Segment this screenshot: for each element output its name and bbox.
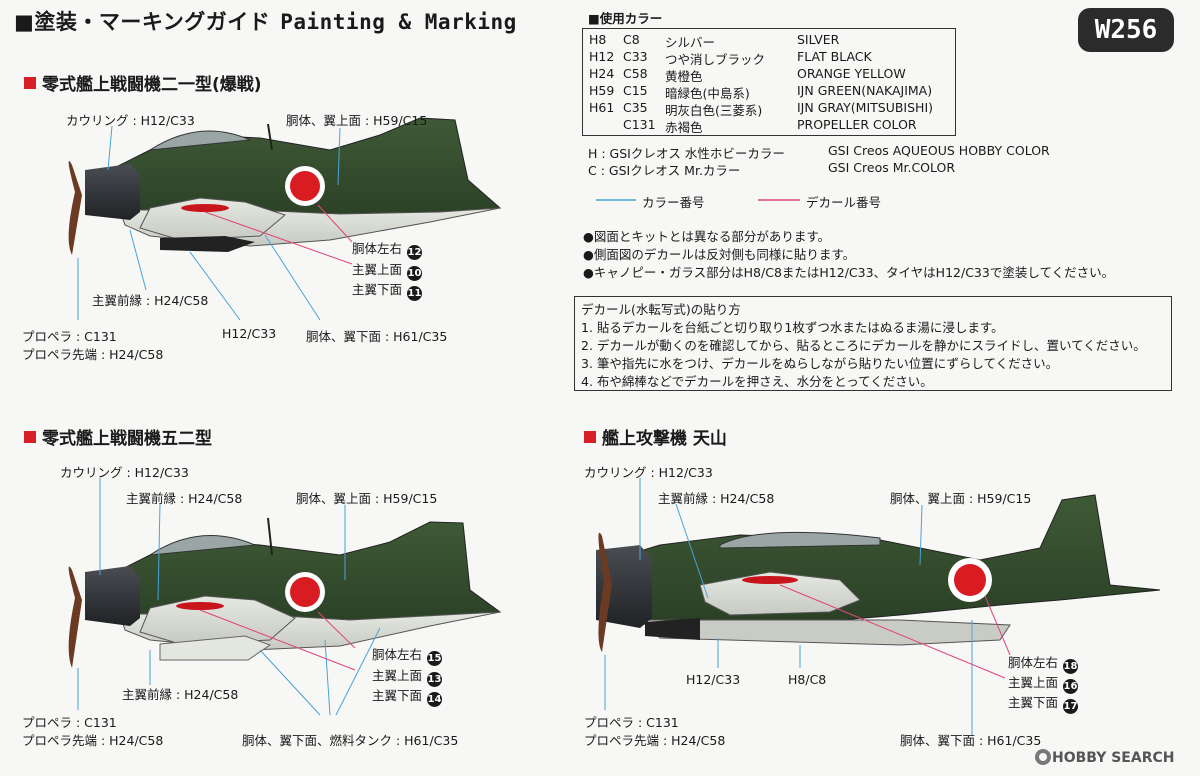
plane3-decal-lines — [779, 584, 1011, 679]
p3-prop-tip-label: プロペラ先端 : H24/C58 — [584, 733, 726, 748]
p2-cowling-label: カウリング : H12/C33 — [60, 465, 189, 480]
p3-cowling-label: カウリング : H12/C33 — [584, 465, 713, 480]
red-square-icon — [24, 77, 36, 89]
notes: ●図面とキットとは異なる部分があります。 ●側面図のデカールは反対側も同様に貼り… — [583, 228, 1114, 282]
plane2-leader-lines — [77, 478, 381, 716]
legend-decal-number: デカール番号 — [806, 195, 882, 210]
note-line: ●図面とキットとは異なる部分があります。 — [583, 229, 831, 244]
section-title-tenzan: 艦上攻撃機 天山 — [584, 424, 727, 449]
tenzan-drawing — [596, 494, 1161, 652]
legend-color-number: カラー番号 — [642, 195, 705, 210]
watermark: HOBBY SEARCH — [1052, 750, 1175, 766]
brand-c-jp: C : GSIクレオス Mr.カラー — [588, 163, 741, 178]
section-title-zero-type52: 零式艦上戦闘機五二型 — [24, 424, 212, 449]
note-line: ●キャノピー・ガラス部分はH8/C8またはH12/C33、タイヤはH12/C33… — [583, 265, 1115, 280]
p2-lower-label: 胴体、翼下面、燃料タンク : H61/C35 — [242, 733, 459, 748]
plane1-leader-lines — [77, 125, 341, 321]
p1-bomb-label: H12/C33 — [222, 326, 277, 341]
colors-title: ■使用カラー — [588, 11, 663, 26]
p2-prop-label: プロペラ : C131 — [22, 715, 117, 730]
decal-instructions-box: デカール(水転写式)の貼り方 1. 貼るデカールを台紙ごと切り取り1枚ずつ水また… — [574, 296, 1172, 391]
p1-upper-label: 胴体、翼上面 : H59/C15 — [286, 113, 428, 128]
p1-leading-edge-label: 主翼前縁 : H24/C58 — [92, 293, 209, 308]
product-code-badge: W256 — [1078, 8, 1174, 52]
brand-c-en: GSI Creos Mr.COLOR — [828, 160, 956, 175]
decal-box-title: デカール(水転写式)の貼り方 — [581, 302, 741, 317]
plane3-leader-lines — [604, 478, 973, 735]
decal-step: 3. 筆や指先に水をつけ、デカールをぬらしながら貼りたい位置にずらしてください。 — [581, 356, 1059, 371]
p1-prop-tip-label: プロペラ先端 : H24/C58 — [22, 347, 164, 362]
p2-prop-tip-label: プロペラ先端 : H24/C58 — [22, 733, 164, 748]
p3-lower-label: 胴体、翼下面 : H61/C35 — [900, 733, 1042, 748]
brand-h-jp: H : GSIクレオス 水性ホビーカラー — [588, 146, 785, 161]
plane1-decal-lines — [204, 204, 353, 265]
hobby-search-logo-icon — [1035, 749, 1051, 765]
p3-prop-label: プロペラ : C131 — [584, 715, 679, 730]
p2-leading-top-label: 主翼前縁 : H24/C58 — [126, 491, 243, 506]
decal-step: 1. 貼るデカールを台紙ごと切り取り1枚ずつ水またはぬるま湯に浸します。 — [581, 320, 1004, 335]
decal-step: 2. デカールが動くのを確認してから、貼るところにデカールを静かにスライドし、置… — [581, 338, 1146, 353]
p1-prop-label: プロペラ : C131 — [22, 329, 117, 344]
p3-upper-label: 胴体、翼上面 : H59/C15 — [890, 491, 1032, 506]
brand-h-en: GSI Creos AQUEOUS HOBBY COLOR — [828, 143, 1050, 158]
red-square-icon — [584, 431, 596, 443]
plane2-decal-lines — [199, 609, 356, 671]
p3-torpedo-silver-label: H8/C8 — [788, 672, 827, 687]
red-square-icon — [24, 431, 36, 443]
p3-leading-label: 主翼前縁 : H24/C58 — [658, 491, 775, 506]
section-title-zero-type21: 零式艦上戦闘機二一型(爆戦) — [24, 70, 262, 95]
p3-torpedo-black-label: H12/C33 — [686, 672, 741, 687]
p2-leading-label: 主翼前縁 : H24/C58 — [122, 687, 239, 702]
p2-upper-label: 胴体、翼上面 : H59/C15 — [296, 491, 438, 506]
zero-type52-drawing — [68, 517, 502, 668]
zero-type21-drawing — [68, 117, 502, 255]
decal-step: 4. 布や綿棒などでデカールを押さえ、水分をとってください。 — [581, 374, 933, 389]
p1-lower-label: 胴体、翼下面 : H61/C35 — [306, 329, 448, 344]
note-line: ●側面図のデカールは反対側も同様に貼ります。 — [583, 247, 856, 262]
p1-cowling-label: カウリング : H12/C33 — [66, 113, 195, 128]
